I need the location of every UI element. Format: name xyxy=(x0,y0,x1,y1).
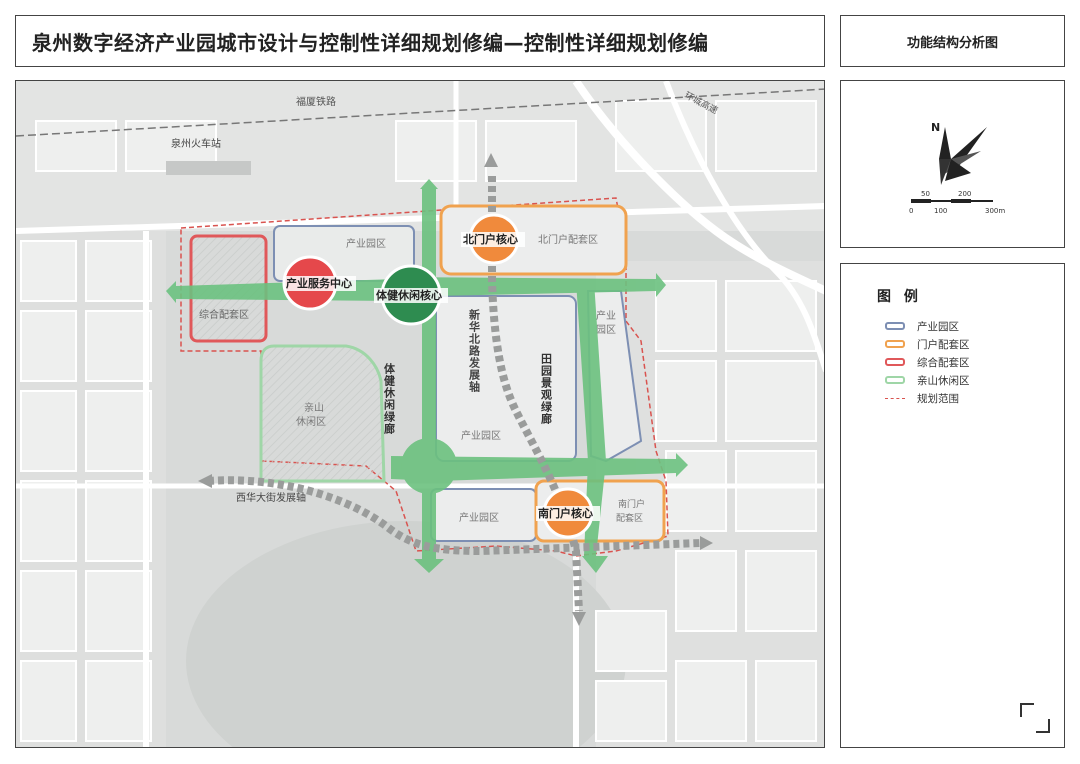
legend-item-gate: 门户配套区 xyxy=(885,337,970,351)
core-north-gate-label: 北门户核心 xyxy=(463,232,518,246)
legend-label-boundary: 规划范围 xyxy=(917,392,959,405)
core-south-gate-label-bg xyxy=(536,506,600,521)
scale-label-300m: 300m xyxy=(985,207,1005,215)
scale-bar-seg-2 xyxy=(951,199,971,203)
zone-industry-2-label: 产业园区 xyxy=(461,429,501,442)
scale-bar-seg-1 xyxy=(911,199,931,203)
railway-line xyxy=(16,88,824,137)
city-blocks xyxy=(20,100,817,742)
page-title: 泉州数字经济产业园城市设计与控制性详细规划修编—控制性详细规划修编 xyxy=(32,30,709,55)
subtitle-bar: 功能结构分析图 xyxy=(840,15,1065,67)
legend-label-mountain: 亲山休闲区 xyxy=(917,374,970,387)
legend-label-gate: 门户配套区 xyxy=(917,338,970,351)
scale-label-0: 0 xyxy=(909,207,913,215)
axis-arrow-south xyxy=(572,612,586,626)
map-subtitle: 功能结构分析图 xyxy=(906,35,998,51)
axis-label-xihua: 西华大街发展轴 xyxy=(236,491,306,504)
map-canvas[interactable]: 福厦铁路 泉州火车站 环城高速 综合配套区 产业园区 北门户配套区 亲山 休闲区… xyxy=(16,81,825,748)
legend-swatch-industry xyxy=(885,322,905,330)
legend-item-industry: 产业园区 xyxy=(885,319,959,333)
zone-industry-3-label-1: 产业 xyxy=(596,309,616,322)
compass-panel: N 50 200 0 100 300m xyxy=(840,80,1065,248)
zone-mountain[interactable] xyxy=(259,344,386,483)
legend-label-industry: 产业园区 xyxy=(917,320,959,333)
scale-label-50: 50 xyxy=(921,190,930,198)
zone-south-gate-label-2: 配套区 xyxy=(616,512,643,524)
mountain-area xyxy=(186,521,626,747)
title-bar: 泉州数字经济产业园城市设计与控制性详细规划修编—控制性详细规划修编 xyxy=(15,15,825,67)
zone-south-gate-label-1: 南门户 xyxy=(618,498,645,510)
legend-swatch-mountain xyxy=(885,376,905,384)
legend-item-mountain: 亲山休闲区 xyxy=(885,373,970,387)
axis-label-tianyuan: 田园景观绿廊 xyxy=(540,353,554,425)
legend-item-boundary: 规划范围 xyxy=(885,391,959,405)
zone-industry-3-label-2: 园区 xyxy=(596,324,616,336)
core-south-gate-label: 南门户核心 xyxy=(538,506,593,520)
axis-arrow-north xyxy=(484,153,498,167)
corner-mark-icon xyxy=(1036,719,1050,733)
north-arrow-icon xyxy=(939,127,987,185)
core-fitness-label: 体健休闲核心 xyxy=(376,288,442,302)
legend-label-comprehensive: 综合配套区 xyxy=(917,356,970,369)
zone-mountain-label-1: 亲山 xyxy=(304,401,324,414)
zone-north-gate-label: 北门户配套区 xyxy=(538,233,598,246)
core-service-label-bg xyxy=(284,276,356,291)
railway-label: 福厦铁路 xyxy=(296,95,336,108)
development-axes xyxy=(207,176,702,612)
zone-industry-4-label: 产业园区 xyxy=(459,511,499,524)
legend-title: 图 例 xyxy=(877,289,922,305)
scale-label-200: 200 xyxy=(958,190,971,198)
zone-industry-1-label: 产业园区 xyxy=(346,237,386,250)
axis-label-xinhua: 新华北路发展轴 xyxy=(468,308,482,393)
north-label: N xyxy=(931,121,940,134)
legend-swatch-boundary xyxy=(885,397,905,399)
core-fitness-label-bg xyxy=(374,288,448,303)
zone-comprehensive-label: 综合配套区 xyxy=(199,308,249,321)
core-north-gate-label-bg xyxy=(461,232,525,247)
core-service-label: 产业服务中心 xyxy=(286,276,352,290)
zone-mountain-label-2: 休闲区 xyxy=(296,415,326,428)
axis-arrow-west xyxy=(198,474,212,488)
north-arrow-scale: N 50 200 0 100 300m xyxy=(909,121,1005,215)
axis-arrow-east xyxy=(700,536,713,550)
legend-swatch-gate xyxy=(885,340,905,348)
station-label: 泉州火车站 xyxy=(171,137,221,150)
station-building xyxy=(166,161,251,175)
green-corridors xyxy=(166,179,688,573)
map-panel[interactable]: 福厦铁路 泉州火车站 环城高速 综合配套区 产业园区 北门户配套区 亲山 休闲区… xyxy=(15,80,825,748)
legend-swatch-comprehensive xyxy=(885,358,905,366)
legend-item-comprehensive: 综合配套区 xyxy=(885,355,970,369)
axis-label-fitness-corridor: 体健休闲绿廊 xyxy=(383,362,397,435)
corner-mark-icon-2 xyxy=(1020,703,1034,717)
scale-label-100: 100 xyxy=(934,207,947,215)
legend-panel: 图 例 产业园区 门户配套区 综合配套区 亲山休闲区 规划范围 xyxy=(840,263,1065,748)
